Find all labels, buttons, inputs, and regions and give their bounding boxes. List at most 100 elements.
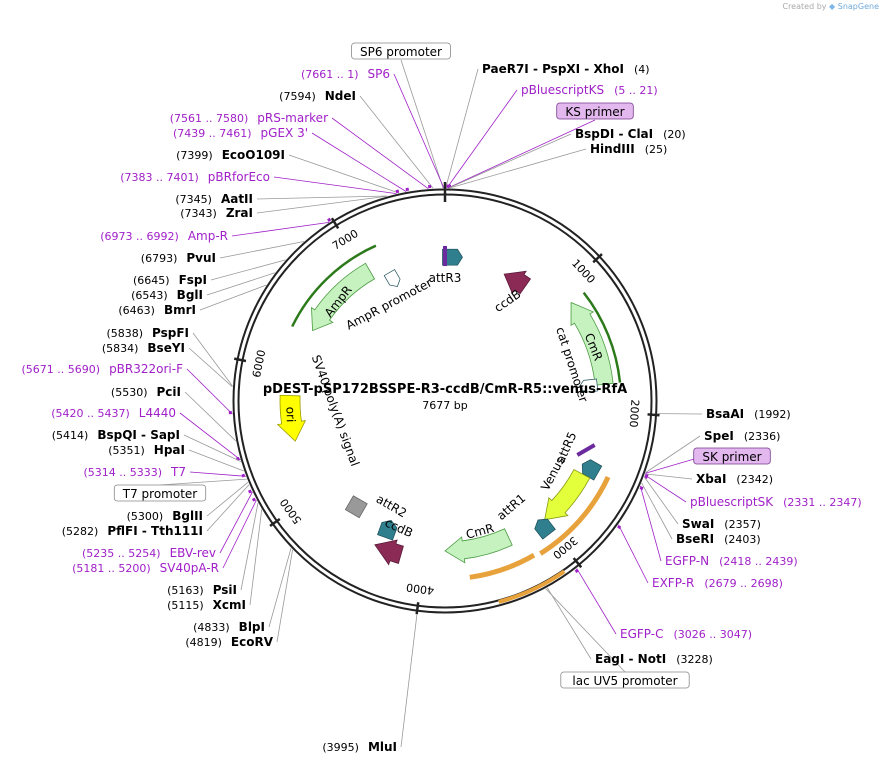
enzyme-label: (6463)BmrI xyxy=(118,303,196,317)
label-position: (5181 .. 5200) xyxy=(72,562,151,575)
enzyme-label: (4819)EcoRV xyxy=(185,635,273,649)
feature-ori-label: ori xyxy=(283,406,298,422)
label-name: PaeR7I - PspXI - XhoI xyxy=(482,62,624,76)
label-position: (6543) xyxy=(131,289,168,302)
enzyme-label: (6793) PvuI xyxy=(141,251,216,265)
enzyme-label: SwaI(2357) xyxy=(682,517,761,531)
primer-site-mark xyxy=(617,524,622,530)
label-position: (6793) xyxy=(141,252,178,265)
feature-CmR-right-arrow xyxy=(570,301,614,386)
label-position: (7561 .. 7580) xyxy=(170,112,249,125)
label-position: (5671 .. 5690) xyxy=(22,363,101,376)
tick-mark-3000 xyxy=(572,557,583,569)
leader-line xyxy=(206,272,276,296)
leader-line xyxy=(188,347,233,388)
leader-line xyxy=(210,259,286,281)
primer-site-mark xyxy=(251,497,256,502)
label-box xyxy=(351,42,451,60)
feature-cat-promoter-arrow xyxy=(578,378,599,393)
feature-attR5-core xyxy=(576,443,596,457)
enzyme-label: (5163)PsiI xyxy=(167,583,237,597)
primer-label: (5420 .. 5437)L4440 xyxy=(51,406,176,420)
leader-line xyxy=(240,502,259,591)
label-name: BspQI - SapI xyxy=(97,428,180,442)
enzyme-label: (5414)BspQI - SapI xyxy=(52,428,180,442)
label-position: (2357) xyxy=(724,518,761,531)
enzyme-label: HindIII(25) xyxy=(590,142,667,156)
label-name: pRS-marker xyxy=(257,111,328,125)
feature-attR1-arrow xyxy=(534,518,556,540)
primer-label: (7439 .. 7461)pGEX 3' xyxy=(173,126,308,140)
primer-site-mark xyxy=(574,568,579,573)
leader-line xyxy=(641,482,673,540)
leader-line xyxy=(645,435,701,473)
tick-mark-1000 xyxy=(592,253,603,264)
label-name: HpaI xyxy=(154,443,185,457)
feature-AmpR-orf xyxy=(291,244,377,328)
feature-SV40-polyA-block xyxy=(344,495,368,519)
primer-site-mark xyxy=(241,473,246,478)
label-name: SV40pA-R xyxy=(160,561,219,575)
enzyme-label: BsaAI(1992) xyxy=(706,407,791,421)
label-position: (7594) xyxy=(279,90,316,103)
primer-site-mark xyxy=(644,475,649,479)
enzyme-label: (4833)BlpI xyxy=(193,620,265,634)
label-box xyxy=(560,671,690,689)
enzyme-label: (5115)XcmI xyxy=(167,598,246,612)
leader-line xyxy=(576,568,617,635)
snapgene-logo-icon: ◆ xyxy=(829,2,836,11)
label-name: PvuI xyxy=(186,251,216,265)
label-name: PflFI - Tth111I xyxy=(107,524,203,538)
primer-label: EGFP-C(3026 .. 3047) xyxy=(620,627,752,641)
map-label-box-text: KS primer xyxy=(565,105,624,119)
label-name: FspI xyxy=(179,273,207,287)
label-name: Amp-R xyxy=(188,229,228,243)
label-position: (6463) xyxy=(118,304,155,317)
tick-label-7000: 7000 xyxy=(330,227,361,253)
leader-line xyxy=(183,434,241,462)
enzyme-label: PaeR7I - PspXI - XhoI(4) xyxy=(482,62,650,76)
plasmid-length: 7677 bp xyxy=(422,399,467,412)
leader-line xyxy=(644,474,687,503)
leader-line xyxy=(206,481,249,517)
label-position: (3995) xyxy=(322,741,359,754)
feature-CmR-right-label: CmR xyxy=(582,331,606,363)
label-name: XcmI xyxy=(213,598,246,612)
label-name: HindIII xyxy=(590,142,635,156)
enzyme-label: (5838)PspFI xyxy=(106,326,189,340)
leader-line xyxy=(400,59,444,189)
tick-mark-6000 xyxy=(233,357,247,363)
label-position: (4819) xyxy=(185,636,222,649)
primer-label: (7383 .. 7401)pBRforEco xyxy=(120,170,270,184)
label-position: (6645) xyxy=(133,274,170,287)
label-position: (2679 .. 2698) xyxy=(704,577,783,590)
label-position: (4833) xyxy=(193,621,230,634)
map-label-box-text: lac UV5 promoter xyxy=(572,674,677,688)
enzyme-label: (7343)ZraI xyxy=(180,206,253,220)
label-box xyxy=(113,484,207,502)
label-position: (3026 .. 3047) xyxy=(673,628,752,641)
leader-line xyxy=(179,412,241,461)
leader-line xyxy=(445,68,479,189)
feature-ori-arrow xyxy=(276,394,307,442)
label-position: (7345) xyxy=(175,193,212,206)
leader-line xyxy=(219,241,304,259)
primer-label: pBluescriptKS(5 .. 21) xyxy=(521,83,658,97)
enzyme-label: (6543)BglI xyxy=(131,288,203,302)
label-name: PciI xyxy=(157,385,182,399)
leader-line xyxy=(331,117,429,190)
credit-prefix: Created by xyxy=(782,2,827,11)
leader-line xyxy=(159,478,247,486)
feature-attR3-arrow xyxy=(442,248,463,266)
leader-line xyxy=(446,89,518,189)
label-name: EcoO109I xyxy=(222,148,285,162)
label-position: (2418 .. 2439) xyxy=(719,555,798,568)
primer-label: EXFP-R(2679 .. 2698) xyxy=(652,576,783,590)
enzyme-label: (3995)MluI xyxy=(322,740,397,754)
leader-line xyxy=(192,332,233,387)
label-position: (5351) xyxy=(108,444,145,457)
feature-attR1-label: attR1 xyxy=(494,491,528,523)
label-name: XbaI xyxy=(696,472,726,486)
leader-line xyxy=(618,524,649,584)
enzyme-label: SpeI(2336) xyxy=(704,429,780,443)
